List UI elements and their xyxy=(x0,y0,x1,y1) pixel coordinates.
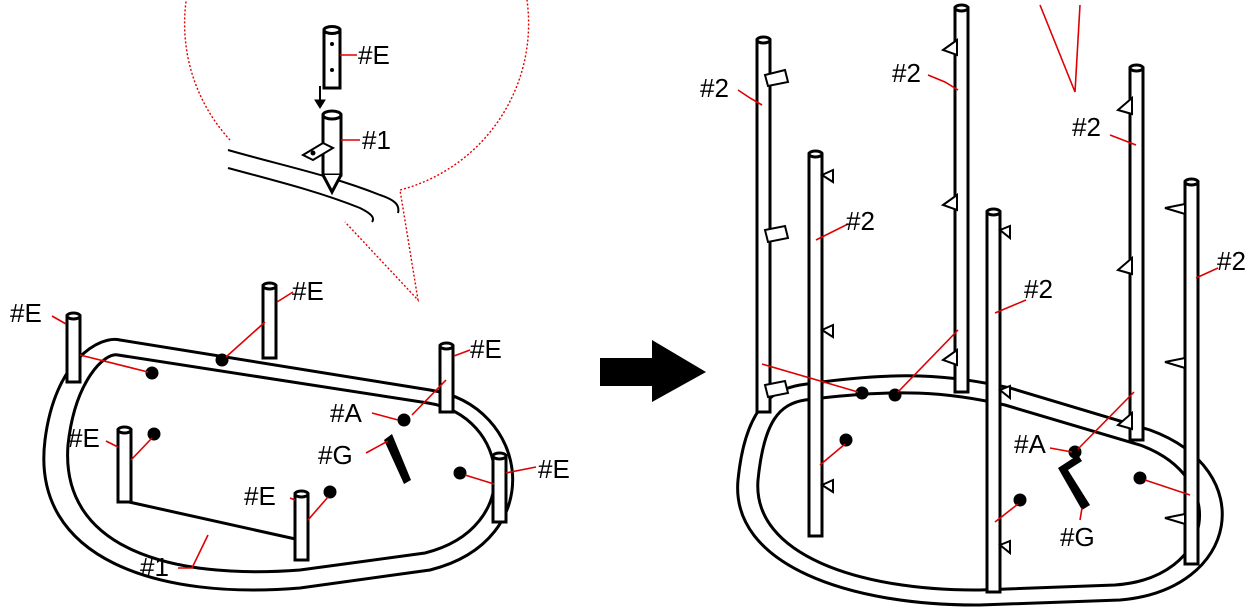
callout-tail xyxy=(1039,4,1081,93)
label-g: #G xyxy=(318,440,353,470)
post-e-right xyxy=(491,451,508,524)
label-e-detail: #E xyxy=(358,40,390,70)
hex-key-g xyxy=(384,434,411,484)
label-2-f: #2 xyxy=(1217,246,1246,276)
label-2-e: #2 xyxy=(1024,274,1053,304)
right-arrow-icon xyxy=(600,340,706,402)
posts-2 xyxy=(755,3,1200,594)
label-a-step2: #A xyxy=(1014,429,1046,459)
post-brackets xyxy=(763,38,1186,556)
label-1-detail: #1 xyxy=(362,125,391,155)
label-1-frame: #1 xyxy=(140,552,169,582)
post-e-top xyxy=(261,281,278,360)
label-e-right: #E xyxy=(538,454,570,484)
post-e-bottom xyxy=(293,489,310,562)
post-e-inner-left xyxy=(116,425,133,504)
label-e-left: #E xyxy=(10,298,42,328)
post-e-right-top xyxy=(438,341,455,414)
label-e-inner-left: #E xyxy=(68,423,100,453)
frame-1 xyxy=(42,337,514,592)
label-2-b: #2 xyxy=(892,58,921,88)
post-2-a xyxy=(755,35,772,414)
label-e-bottom: #E xyxy=(244,481,276,511)
label-e-right-top: #E xyxy=(470,334,502,364)
label-g-step2: #G xyxy=(1060,522,1095,552)
detail-callout: #E #1 xyxy=(183,0,530,303)
bolts-a xyxy=(145,353,467,499)
step1-leaders xyxy=(51,291,537,569)
post-2-e xyxy=(1128,63,1145,442)
label-2-c: #2 xyxy=(1072,112,1101,142)
step2-leaders xyxy=(737,74,1219,523)
step1-figure: #E #1 xyxy=(10,0,570,592)
hex-key-g-step2 xyxy=(1058,455,1090,510)
step2-figure: #2 #2 #2 #2 #2 #2 #A #G xyxy=(700,3,1246,607)
post-2-f xyxy=(1183,177,1200,566)
post-e-left xyxy=(65,311,82,384)
post-2-d xyxy=(985,207,1002,594)
posts-e xyxy=(65,281,508,562)
label-e-top: #E xyxy=(292,276,324,306)
label-2-d: #2 xyxy=(846,206,875,236)
post-2-b xyxy=(807,149,824,538)
label-a: #A xyxy=(330,398,362,428)
label-2-a: #2 xyxy=(700,73,729,103)
